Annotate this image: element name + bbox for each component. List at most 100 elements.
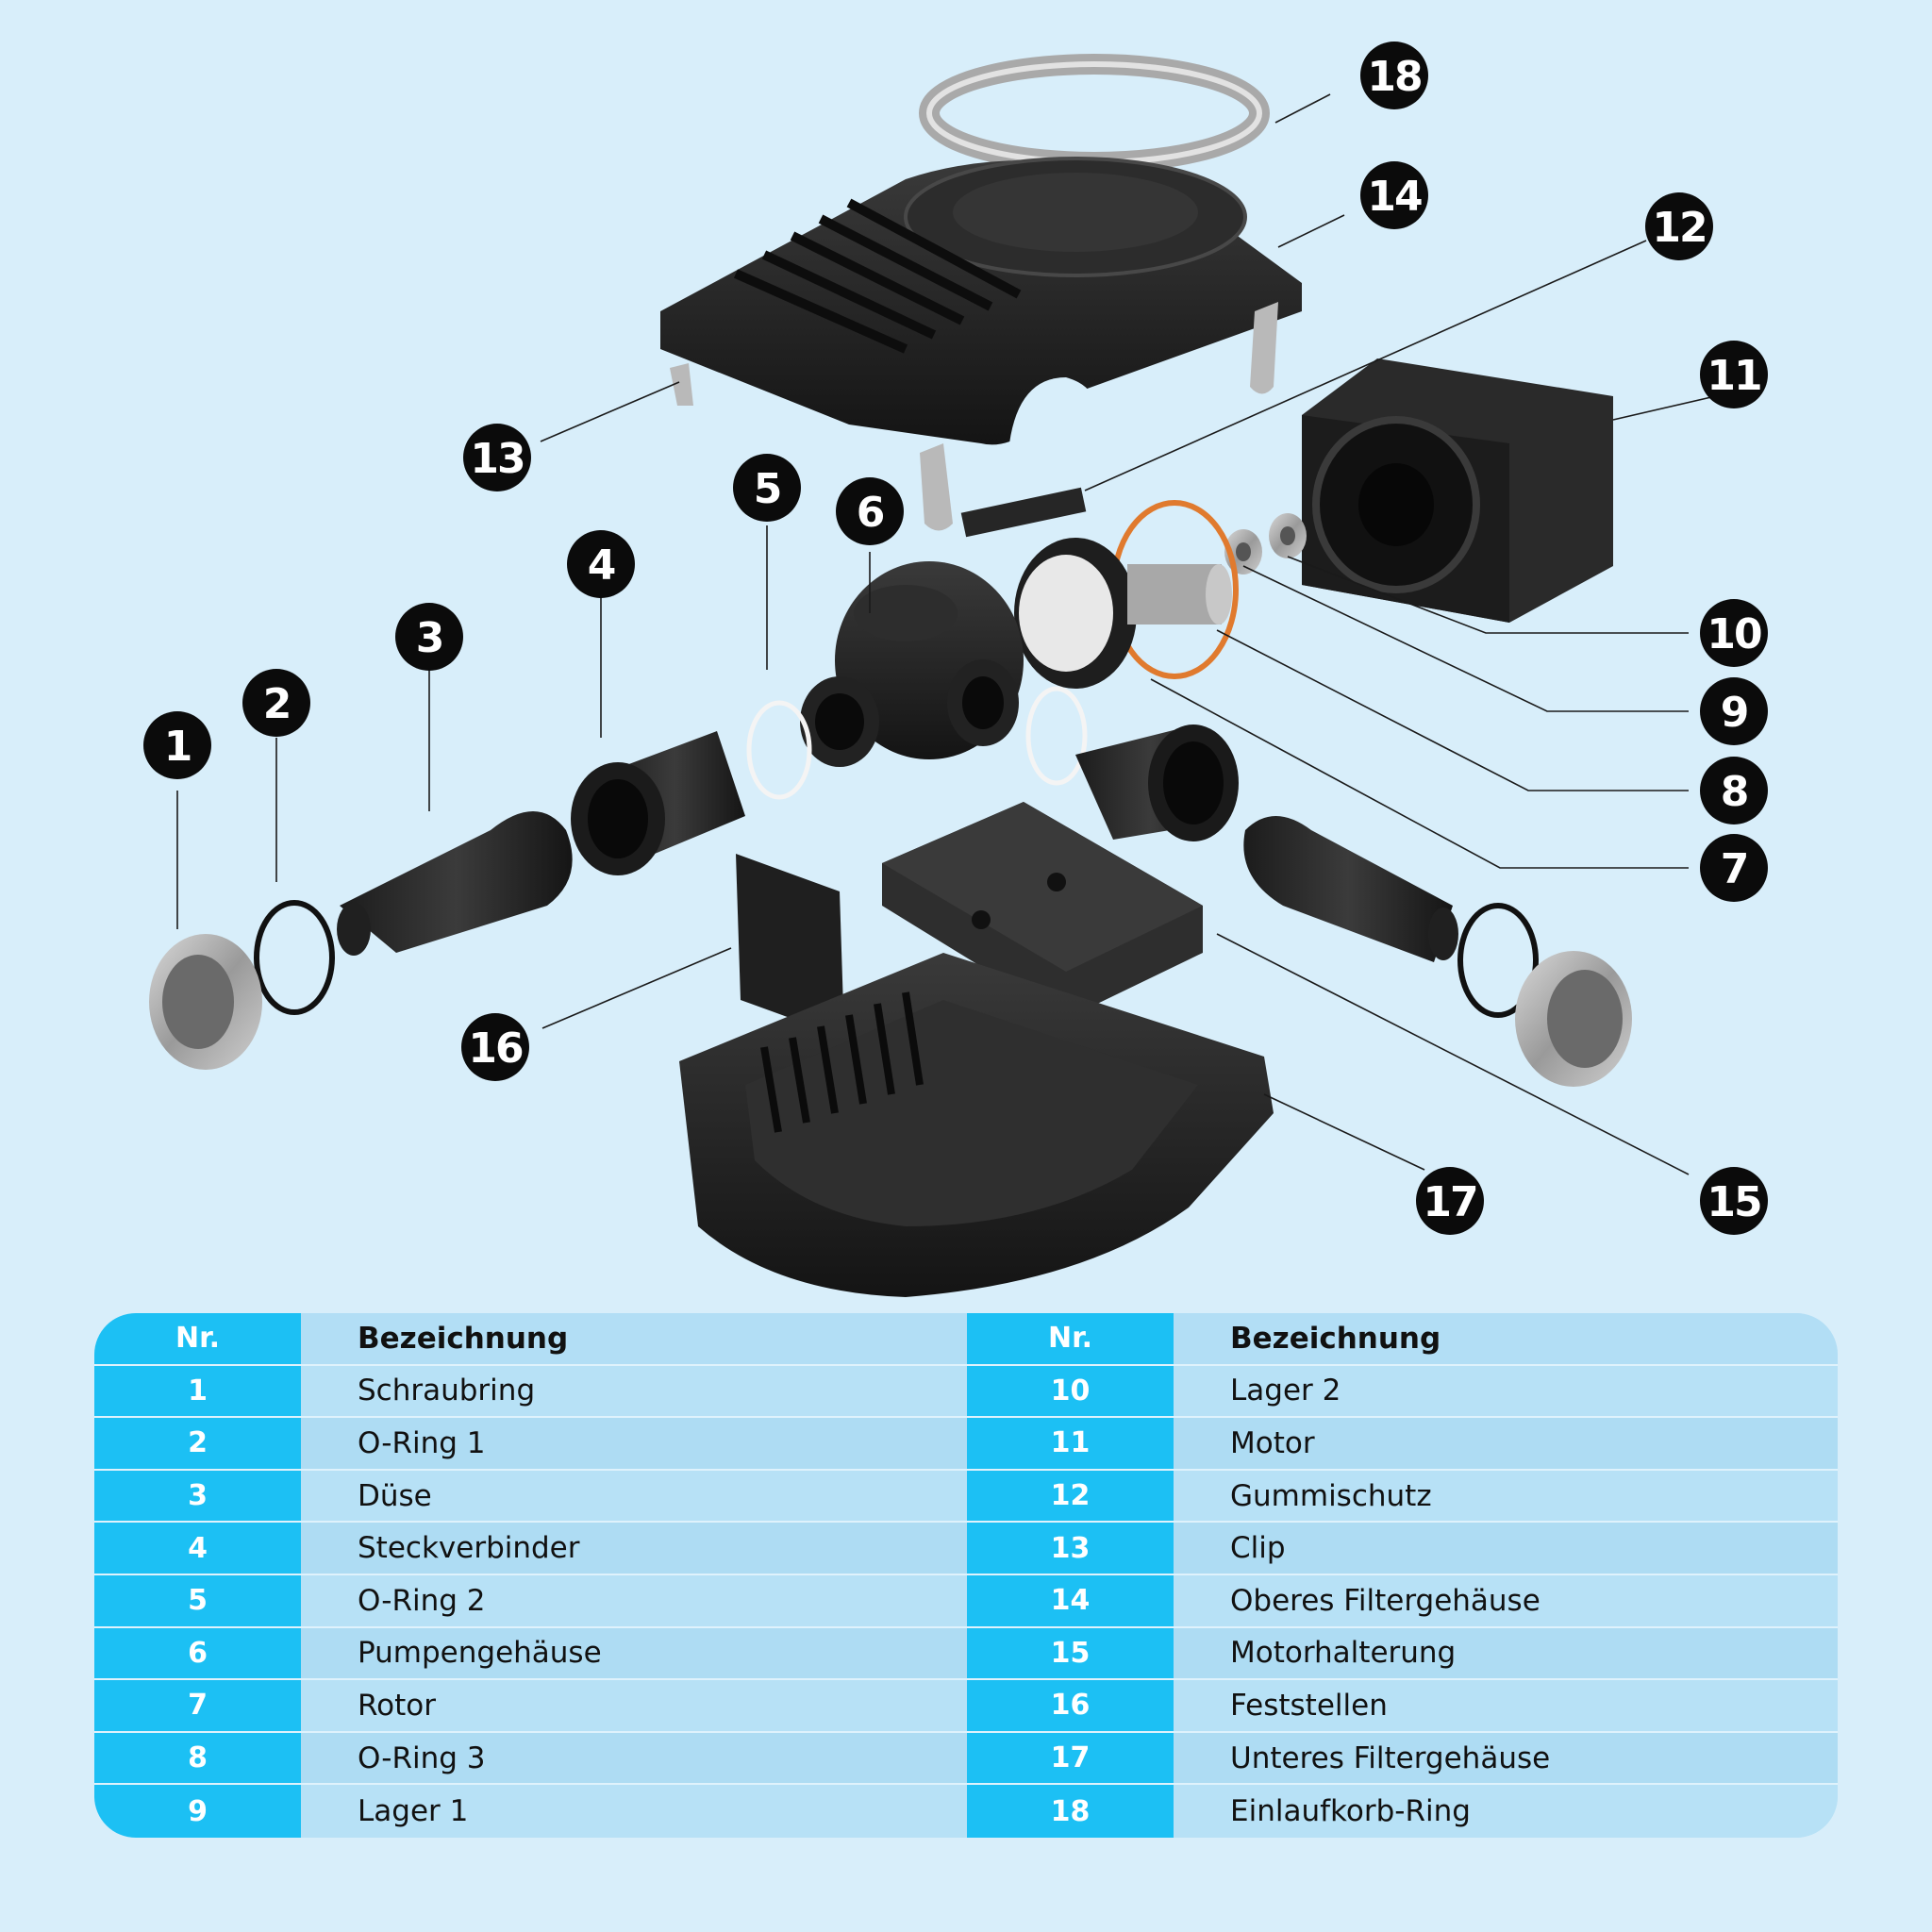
lock-plate bbox=[736, 854, 844, 1038]
svg-text:7: 7 bbox=[1721, 845, 1748, 893]
header-name-left: Bezeichnung bbox=[301, 1313, 967, 1366]
pump-housing bbox=[800, 561, 1024, 767]
header-name-right: Bezeichnung bbox=[1174, 1313, 1838, 1366]
callout-13: 13 bbox=[463, 424, 531, 491]
callout-10: 10 bbox=[1700, 599, 1768, 667]
callout-15: 15 bbox=[1700, 1167, 1768, 1235]
header-nr-right: Nr. bbox=[967, 1313, 1174, 1366]
part-name: Pumpengehäuse bbox=[301, 1627, 967, 1681]
connector-right bbox=[1075, 724, 1239, 841]
part-name: O-Ring 2 bbox=[301, 1574, 967, 1628]
callout-12: 12 bbox=[1645, 192, 1713, 260]
motor bbox=[1302, 358, 1613, 623]
svg-text:2: 2 bbox=[263, 680, 291, 728]
svg-text:12: 12 bbox=[1652, 204, 1706, 252]
inlet-basket-ring bbox=[919, 54, 1270, 173]
svg-text:1: 1 bbox=[164, 723, 192, 771]
o-ring-2 bbox=[746, 700, 812, 800]
svg-text:10: 10 bbox=[1707, 610, 1761, 658]
callout-9: 9 bbox=[1700, 677, 1768, 745]
part-number: 7 bbox=[94, 1680, 301, 1733]
nozzle bbox=[337, 811, 573, 956]
callout-1: 1 bbox=[143, 711, 211, 779]
part-name: Clip bbox=[1174, 1523, 1838, 1575]
svg-text:5: 5 bbox=[754, 465, 781, 513]
svg-text:6: 6 bbox=[857, 489, 884, 537]
parts-table: Nr. Bezeichnung Nr. Bezeichnung 1 Schrau… bbox=[94, 1313, 1838, 1838]
svg-text:4: 4 bbox=[588, 541, 615, 590]
o-ring-white-right bbox=[1025, 686, 1088, 786]
part-name: Gummischutz bbox=[1174, 1470, 1838, 1524]
o-ring-right-black bbox=[1457, 903, 1539, 1018]
svg-text:16: 16 bbox=[468, 1024, 523, 1073]
part-name: Feststellen bbox=[1174, 1680, 1838, 1733]
part-number: 15 bbox=[967, 1627, 1174, 1681]
callout-2: 2 bbox=[242, 669, 310, 737]
callout-4: 4 bbox=[567, 530, 635, 598]
part-name: Düse bbox=[301, 1470, 967, 1524]
part-name: Lager 2 bbox=[1174, 1365, 1838, 1419]
part-number: 13 bbox=[967, 1523, 1174, 1575]
part-number: 12 bbox=[967, 1470, 1174, 1524]
part-name: Motorhalterung bbox=[1174, 1627, 1838, 1681]
svg-text:9: 9 bbox=[1721, 689, 1748, 737]
part-number: 3 bbox=[94, 1470, 301, 1524]
part-number: 11 bbox=[967, 1418, 1174, 1471]
part-number: 8 bbox=[94, 1732, 301, 1786]
part-name: Rotor bbox=[301, 1680, 967, 1733]
screw-ring bbox=[149, 934, 262, 1070]
nozzle-right bbox=[1243, 816, 1458, 962]
callout-8: 8 bbox=[1700, 757, 1768, 824]
part-name: Steckverbinder bbox=[301, 1523, 967, 1575]
part-number: 2 bbox=[94, 1418, 301, 1471]
svg-text:3: 3 bbox=[416, 614, 443, 662]
screw-ring-right bbox=[1515, 951, 1632, 1087]
callout-3: 3 bbox=[395, 603, 463, 671]
part-number: 5 bbox=[94, 1574, 301, 1628]
clip bbox=[670, 302, 1278, 531]
part-number: 6 bbox=[94, 1627, 301, 1681]
exploded-pump-diagram: 1 2 3 4 5 6 7 8 9 10 11 12 13 14 15 16 1… bbox=[143, 42, 1768, 1297]
callout-11: 11 bbox=[1700, 341, 1768, 408]
callout-18: 18 bbox=[1360, 42, 1428, 109]
header-nr-left: Nr. bbox=[94, 1313, 301, 1366]
svg-text:14: 14 bbox=[1367, 173, 1422, 221]
o-ring-1 bbox=[254, 900, 335, 1015]
callout-14: 14 bbox=[1360, 161, 1428, 229]
leader-lines bbox=[176, 93, 1737, 1175]
svg-text:11: 11 bbox=[1707, 352, 1760, 400]
svg-text:15: 15 bbox=[1707, 1178, 1760, 1226]
svg-text:8: 8 bbox=[1721, 768, 1748, 816]
callout-6: 6 bbox=[836, 477, 904, 545]
callout-7: 7 bbox=[1700, 834, 1768, 902]
part-number: 10 bbox=[967, 1365, 1174, 1419]
part-number: 4 bbox=[94, 1523, 301, 1575]
part-name: O-Ring 1 bbox=[301, 1418, 967, 1471]
part-name: Einlaufkorb-Ring bbox=[1174, 1785, 1838, 1838]
lower-filter-housing bbox=[679, 953, 1274, 1297]
part-name: O-Ring 3 bbox=[301, 1732, 967, 1786]
callout-16: 16 bbox=[461, 1013, 529, 1081]
part-number: 1 bbox=[94, 1365, 301, 1419]
callout-5: 5 bbox=[733, 454, 801, 522]
plug-connector bbox=[571, 731, 745, 875]
part-number: 9 bbox=[94, 1785, 301, 1838]
rotor bbox=[1014, 538, 1232, 689]
upper-filter-housing bbox=[660, 157, 1302, 445]
bearing-2 bbox=[1269, 513, 1307, 558]
part-number: 18 bbox=[967, 1785, 1174, 1838]
part-name: Unteres Filtergehäuse bbox=[1174, 1732, 1838, 1786]
part-name: Schraubring bbox=[301, 1365, 967, 1419]
part-name: Motor bbox=[1174, 1418, 1838, 1471]
part-number: 17 bbox=[967, 1732, 1174, 1786]
svg-text:17: 17 bbox=[1423, 1178, 1476, 1226]
rubber-protection bbox=[960, 487, 1087, 538]
part-name: Lager 1 bbox=[301, 1785, 967, 1838]
svg-text:18: 18 bbox=[1367, 53, 1421, 101]
callout-17: 17 bbox=[1416, 1167, 1484, 1235]
svg-text:13: 13 bbox=[470, 435, 524, 483]
part-number: 14 bbox=[967, 1574, 1174, 1628]
motor-mount bbox=[882, 802, 1203, 1019]
part-number: 16 bbox=[967, 1680, 1174, 1733]
part-name: Oberes Filtergehäuse bbox=[1174, 1574, 1838, 1628]
